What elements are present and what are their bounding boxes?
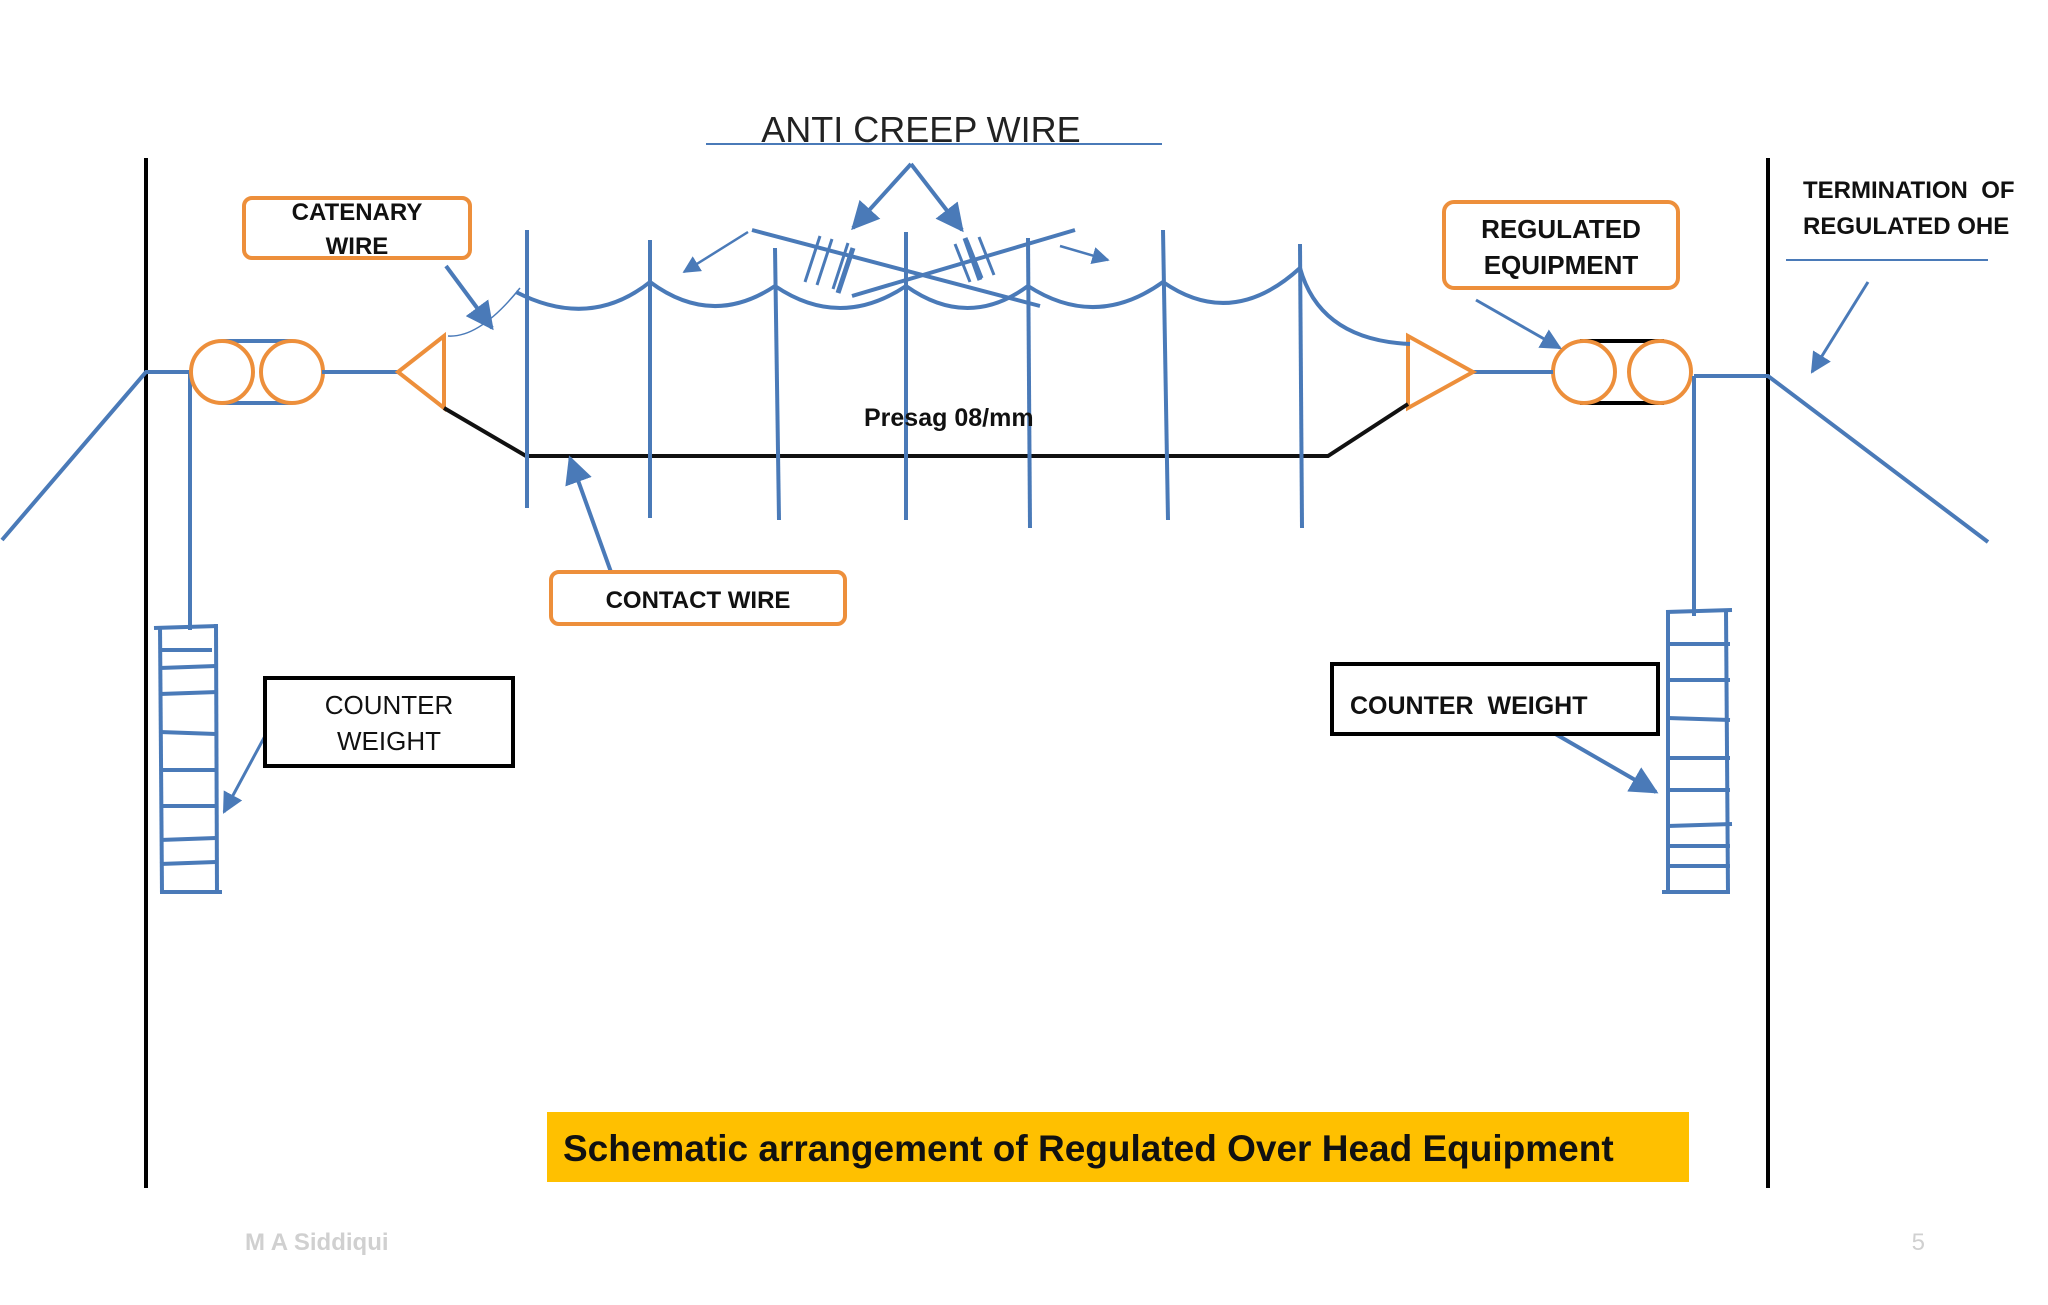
catenary-wire-box [242,196,472,260]
right-counterweight-arrow [1551,730,1659,794]
anti-creep-clamp-marks [803,235,996,290]
termination-label-1: TERMINATION OF [1803,177,2015,204]
left-insulator [394,331,446,413]
right-counterweight-label: COUNTER WEIGHT [1350,692,1588,720]
regulated-equipment-label-2: EQUIPMENT [1484,250,1639,280]
contact-wire [442,402,1410,458]
author-footer: M A Siddiqui [245,1229,389,1256]
catenary-arrow [444,264,521,337]
left-counterweight-stack [153,623,222,895]
anti-creep-arrows [682,162,1110,274]
left-counterweight-box [263,676,515,768]
page-number: 5 [1912,1229,1925,1256]
contact-wire-arrow [565,455,613,573]
right-counterweight-box [1330,662,1660,736]
caption-title: Schematic arrangement of Regulated Over … [563,1128,1614,1169]
regulated-equipment-box [1442,200,1680,290]
contact-wire-label: CONTACT WIRE [606,587,791,614]
anti-creep-heavy-marks [835,237,983,294]
regulated-equipment-label-1: REGULATED [1481,214,1641,244]
left-counterweight-label-1: COUNTER [325,690,454,720]
left-counterweight-label-2: WEIGHT [337,726,441,756]
termination-arrow [1810,281,1870,374]
caption-background [547,1112,1689,1182]
droppers [525,229,1304,529]
right-counterweight-stack [1662,608,1733,895]
contact-wire-box [549,570,847,626]
right-anchor-wire [1694,374,1990,544]
catenary-wire [515,264,1411,346]
catenary-wire-label-1: CATENARY [292,199,423,226]
right-pulley-assembly [1473,339,1696,616]
catenary-wire-label-2: WIRE [326,233,389,260]
left-anchor-wire [0,370,190,542]
right-insulator [1406,332,1478,412]
regulated-equipment-arrow [1475,298,1562,350]
left-pulley-assembly [188,339,398,630]
termination-label-2: REGULATED OHE [1803,213,2009,240]
left-counterweight-arrow [222,735,267,814]
presag-label: Presag 08/mm [864,404,1034,432]
